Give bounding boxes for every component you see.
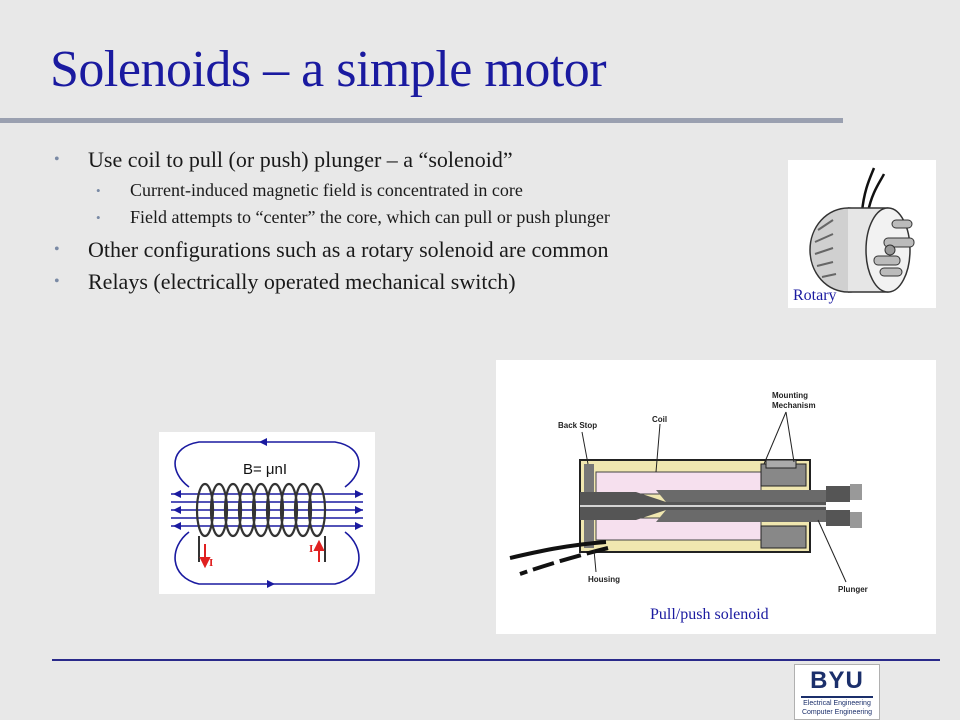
bullet-text: Use coil to pull (or push) plunger – a “… bbox=[88, 147, 513, 172]
sub-bullet-text: Field attempts to “center” the core, whi… bbox=[130, 207, 610, 227]
slide-title: Solenoids – a simple motor bbox=[50, 41, 607, 98]
logo-divider bbox=[801, 696, 873, 698]
rotary-solenoid-image bbox=[788, 160, 936, 308]
sub-bullet-item: • Field attempts to “center” the core, w… bbox=[88, 205, 794, 230]
label-mounting-line1: Mounting bbox=[772, 391, 808, 400]
logo-subtitle-line1: Electrical Engineering bbox=[803, 700, 871, 707]
label-plunger: Plunger bbox=[838, 585, 868, 594]
bullet-dot-icon: • bbox=[96, 210, 101, 225]
bullet-list: • Use coil to pull (or push) plunger – a… bbox=[54, 146, 794, 300]
logo-subtitle-line2: Computer Engineering bbox=[801, 709, 873, 716]
rotary-caption: Rotary bbox=[793, 287, 837, 304]
label-back-stop: Back Stop bbox=[558, 421, 597, 430]
bullet-item: • Other configurations such as a rotary … bbox=[54, 236, 794, 264]
pullpush-solenoid-illustration: Back Stop Coil Mounting Mechanism Housin… bbox=[509, 391, 871, 594]
current-label-right: I bbox=[309, 543, 313, 555]
label-coil: Coil bbox=[652, 415, 667, 424]
byu-wordmark: BYU bbox=[810, 667, 864, 694]
bullet-item: • Relays (electrically operated mechanic… bbox=[54, 268, 794, 296]
pullpush-caption: Pull/push solenoid bbox=[650, 606, 769, 623]
bullet-text: Other configurations such as a rotary so… bbox=[88, 237, 609, 262]
bullet-item: • Use coil to pull (or push) plunger – a… bbox=[54, 146, 794, 174]
rotary-solenoid-illustration bbox=[809, 167, 915, 293]
label-housing: Housing bbox=[588, 575, 620, 584]
coil-field-illustration: B= μnI I I bbox=[171, 438, 363, 588]
bullet-dot-icon: • bbox=[54, 151, 60, 168]
current-label-left: I bbox=[209, 557, 213, 569]
title-divider bbox=[0, 118, 843, 123]
byu-logo: BYU Electrical Engineering Computer Engi… bbox=[794, 664, 880, 720]
sub-bullet-item: • Current-induced magnetic field is conc… bbox=[88, 178, 794, 203]
coil-field-diagram: B= μnI I I bbox=[159, 432, 375, 594]
sub-bullet-text: Current-induced magnetic field is concen… bbox=[130, 180, 523, 200]
label-mounting-line2: Mechanism bbox=[772, 401, 816, 410]
bullet-dot-icon: • bbox=[96, 183, 101, 198]
footer-divider bbox=[52, 659, 940, 661]
bullet-dot-icon: • bbox=[54, 273, 60, 290]
bullet-text: Relays (electrically operated mechanical… bbox=[88, 269, 516, 294]
field-formula: B= μnI bbox=[243, 461, 287, 478]
pullpush-solenoid-image: Back Stop Coil Mounting Mechanism Housin… bbox=[496, 360, 936, 634]
bullet-dot-icon: • bbox=[54, 241, 60, 258]
